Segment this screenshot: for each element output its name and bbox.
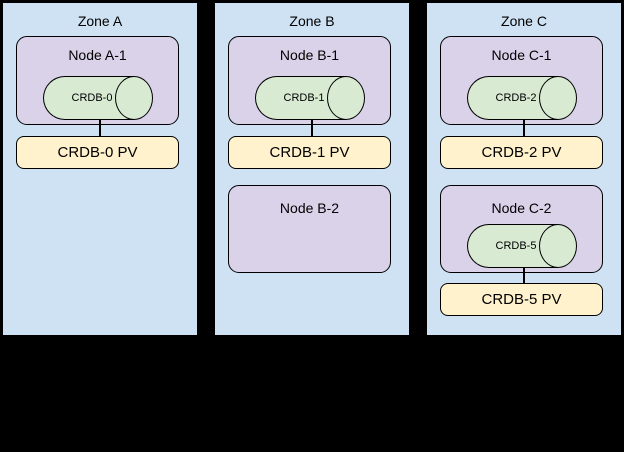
cylinder-cap: [539, 224, 577, 268]
connector-line: [99, 119, 101, 137]
crdb-5-pv-box: CRDB-5 PV: [440, 283, 603, 316]
crdb-1-cylinder: CRDB-1: [255, 76, 365, 120]
pv-label: CRDB-2 PV: [481, 144, 562, 161]
node-c1-box: Node C-1 CRDB-2: [440, 36, 603, 125]
node-a1-box: Node A-1 CRDB-0: [16, 36, 179, 125]
zone-c-panel: Zone C Node C-1 CRDB-2 CRDB-2 PV Node C-…: [426, 2, 622, 336]
pv-label: CRDB-5 PV: [481, 291, 562, 308]
zone-a-title: Zone A: [77, 13, 123, 29]
pv-label: CRDB-1 PV: [269, 144, 350, 161]
zone-b-title: Zone B: [289, 13, 335, 29]
node-b1-box: Node B-1 CRDB-1: [228, 36, 391, 125]
zone-a-panel: Zone A Node A-1 CRDB-0 CRDB-0 PV: [2, 2, 198, 336]
pv-label: CRDB-0 PV: [57, 144, 138, 161]
crdb-1-pv-box: CRDB-1 PV: [228, 136, 391, 169]
crdb-0-pv-box: CRDB-0 PV: [16, 136, 179, 169]
node-c1-title: Node C-1: [491, 47, 552, 63]
connector-line: [523, 119, 525, 137]
node-c2-box: Node C-2 CRDB-5: [440, 185, 603, 273]
cylinder-label: CRDB-1: [283, 92, 325, 104]
cylinder-cap: [327, 76, 365, 120]
cylinder-cap: [115, 76, 153, 120]
node-b2-title: Node B-2: [279, 200, 340, 216]
node-c2-title: Node C-2: [491, 200, 552, 216]
zone-c-title: Zone C: [501, 13, 547, 29]
crdb-2-cylinder: CRDB-2: [467, 76, 577, 120]
cylinder-label: CRDB-5: [495, 240, 537, 252]
cylinder-label: CRDB-0: [71, 92, 113, 104]
node-b1-title: Node B-1: [279, 47, 340, 63]
zone-b-panel: Zone B Node B-1 CRDB-1 CRDB-1 PV Node B-…: [214, 2, 410, 336]
connector-line: [523, 268, 525, 284]
cylinder-cap: [539, 76, 577, 120]
connector-line: [311, 119, 313, 137]
crdb-5-cylinder: CRDB-5: [467, 224, 577, 268]
node-b2-box: Node B-2: [228, 185, 391, 273]
node-a1-title: Node A-1: [68, 47, 127, 63]
crdb-0-cylinder: CRDB-0: [43, 76, 153, 120]
crdb-2-pv-box: CRDB-2 PV: [440, 136, 603, 169]
cylinder-label: CRDB-2: [495, 92, 537, 104]
